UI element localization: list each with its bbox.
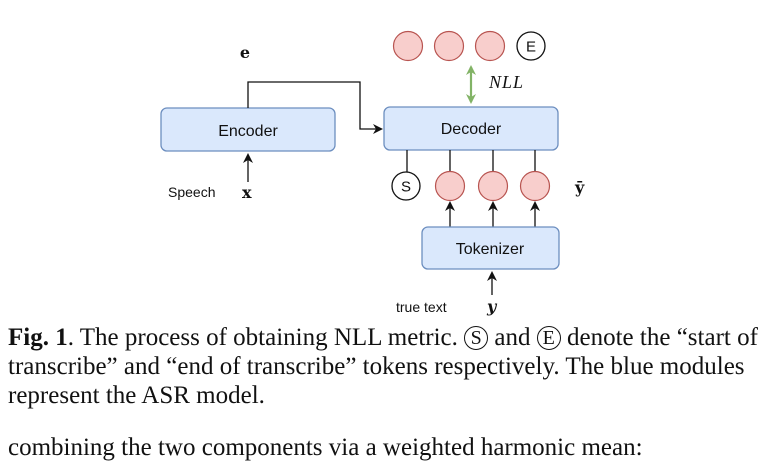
tokenizer-module: Tokenizer: [421, 226, 560, 270]
encoder-module: Encoder: [160, 107, 336, 152]
encoder-label: Encoder: [218, 123, 278, 140]
decoder-module: Decoder: [383, 106, 559, 151]
token-sequence-variable: ȳ: [574, 178, 585, 197]
end-token: E: [516, 31, 546, 61]
input-token: [434, 170, 466, 202]
output-token-row: E: [392, 30, 546, 62]
input-token-row: S: [391, 170, 551, 202]
figure-caption: Fig. 1. The process of obtaining NLL met…: [8, 323, 778, 410]
end-token-label: E: [526, 39, 536, 56]
input-token: [519, 170, 551, 202]
true-text-variable-y: y: [486, 297, 498, 316]
start-token-label: S: [401, 179, 411, 196]
body-paragraph: combining the two components via a weigh…: [8, 434, 643, 461]
end-token-symbol: E: [536, 326, 561, 350]
speech-variable-x: x: [242, 183, 252, 202]
output-token: [392, 30, 424, 62]
start-token-symbol: S: [464, 326, 489, 350]
caption-text-part: and: [488, 324, 537, 351]
speech-label: Speech: [168, 184, 215, 200]
output-token: [433, 30, 465, 62]
nll-process-diagram: Encoder Speech x e Decoder E NLL S: [160, 30, 585, 316]
caption-text-part: denote the “start of transcribe” and “en…: [8, 324, 758, 409]
caption-text-part: . The process of obtaining NLL metric.: [67, 324, 465, 351]
nll-label: NLL: [488, 72, 524, 92]
true-text-label: true text: [396, 299, 447, 315]
encoder-output-variable-e: e: [240, 43, 250, 62]
figure-number: Fig. 1: [8, 324, 68, 351]
input-token: [477, 170, 509, 202]
output-token: [474, 30, 506, 62]
decoder-label: Decoder: [441, 121, 502, 138]
encoder-to-decoder-arrow: [247, 81, 383, 134]
start-token: S: [391, 171, 421, 201]
tokenizer-label: Tokenizer: [456, 241, 525, 258]
